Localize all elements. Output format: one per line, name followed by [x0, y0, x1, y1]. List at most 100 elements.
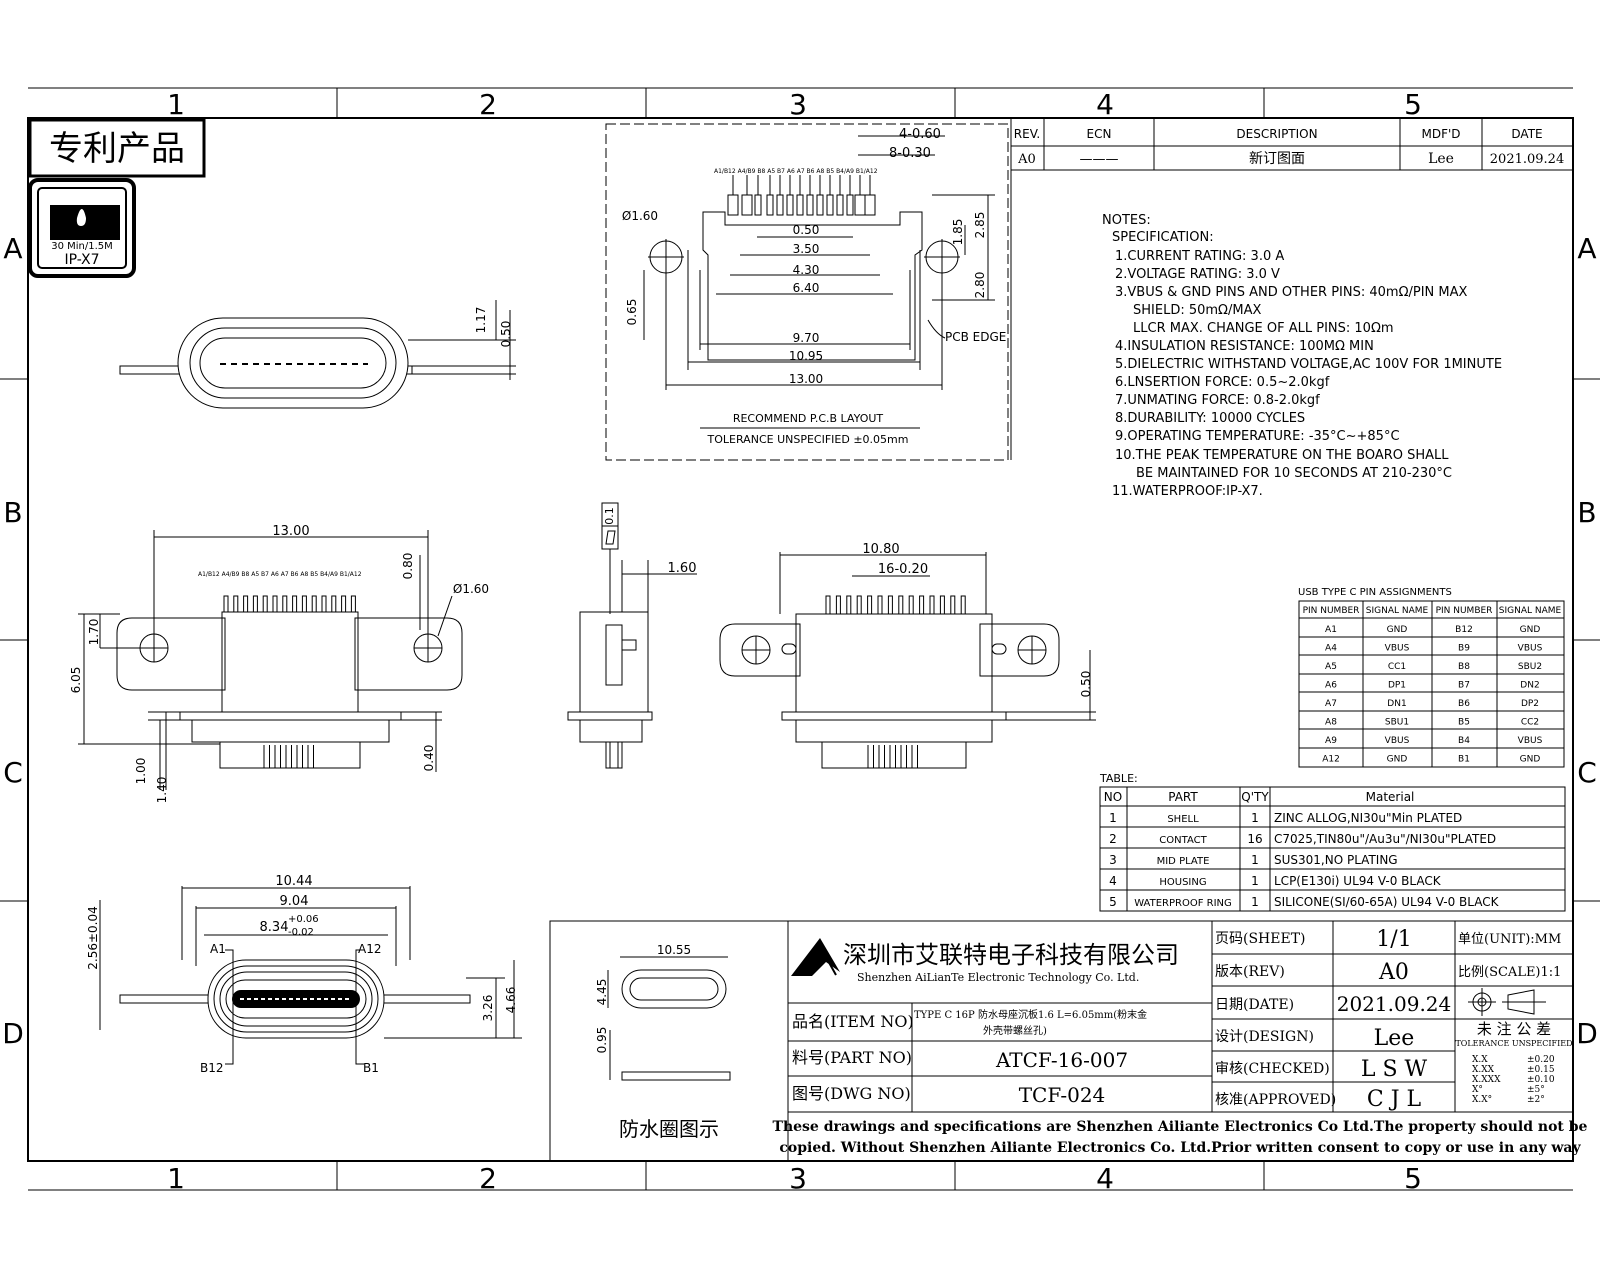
pcb-dim-hole: Ø1.60: [622, 209, 658, 223]
pin-table-cell: GND: [1387, 625, 1408, 635]
side-body: [579, 611, 649, 713]
unit-label: 单位(UNIT):MM: [1458, 932, 1561, 947]
zone-col-4-bottom: 4: [1096, 1162, 1114, 1195]
rear-dim-16-020: 16-0.20: [878, 562, 928, 577]
material-table-cell: LCP(E130i) UL94 V-0 BLACK: [1274, 874, 1442, 888]
ip-small-text: 30 Min/1.5M: [51, 241, 113, 252]
ring-caption: 防水圈图示: [619, 1117, 719, 1141]
pcb-pad: [766, 194, 774, 216]
rear-flange-left: [719, 623, 801, 677]
rear-pin: [898, 595, 904, 615]
note-9: 9.OPERATING TEMPERATURE: -35°C~+85°C: [1115, 429, 1400, 444]
pcb-dim-280: 2.80: [973, 272, 987, 299]
material-table-cell: 3: [1109, 853, 1117, 867]
rev-value-description: 新订图面: [1249, 151, 1305, 167]
revision-table: REV. ECN DESCRIPTION MDF'D DATE A0 ——— 新…: [1010, 117, 1574, 460]
rear-dim-1080: 10.80: [862, 542, 899, 557]
front-dim-605: 6.05: [69, 667, 83, 694]
front-pin: [292, 595, 298, 613]
front-pin: [311, 595, 317, 613]
pcb-pad: [776, 194, 784, 216]
material-table-cell: WATERPROOF RING: [1134, 898, 1232, 909]
pin-table-cell: DP2: [1521, 699, 1539, 709]
tolerance-key: X.XX: [1472, 1065, 1495, 1075]
front-pin: [350, 595, 356, 613]
rear-pin: [929, 595, 935, 615]
tolerance-subtitle: TOLERANCE UNSPECIFIED: [1455, 1039, 1572, 1048]
zone-row-c: C: [3, 756, 23, 789]
rev-value-date: 2021.09.24: [1490, 152, 1564, 167]
rear-body: [795, 613, 993, 713]
checked-label: 审核(CHECKED): [1215, 1061, 1330, 1077]
pin-table-cell: B1: [1458, 755, 1470, 765]
pin-table-title: USB TYPE C PIN ASSIGNMENTS: [1298, 587, 1452, 598]
bottom-dim-834-tol-dn: -0.02: [288, 927, 314, 938]
ring-dim-095: 0.95: [595, 1027, 609, 1054]
pin-table-cell: B6: [1458, 699, 1470, 709]
front-pin-labels: A1/B12 A4/B9 B8 A5 B7 A6 A7 B6 A8 B5 B4/…: [198, 571, 362, 578]
pin-table-cell: CC1: [1388, 662, 1406, 672]
note-6: 6.LNSERTION FORCE: 0.5~2.0kgf: [1115, 375, 1330, 390]
notes-spec-title: SPECIFICATION:: [1112, 230, 1214, 245]
approved-value: C J L: [1367, 1087, 1422, 1112]
date-label: 日期(DATE): [1215, 997, 1294, 1013]
waterproof-ring-view: 10.55 4.45 0.95 防水圈图示: [549, 920, 789, 1162]
item-no-value-1: TYPE C 16P 防水母座沉板1.6 L=6.05mm(粉末金: [914, 1008, 1147, 1021]
rear-pin: [919, 595, 925, 615]
company-logo-icon: [791, 938, 840, 976]
material-table-cell: ZINC ALLOG,NI30u"Min PLATED: [1274, 811, 1462, 825]
pcb-layout-view: A1/B12 A4/B9 B8 A5 B7 A6 A7 B6 A8 B5 B4/…: [605, 123, 1009, 461]
company-name-en: Shenzhen AiLianTe Electronic Technology …: [857, 971, 1139, 984]
tolerance-title: 未 注 公 差: [1477, 1020, 1551, 1038]
pin-table-cell: A9: [1325, 736, 1337, 746]
top-dim-050: 0.50: [499, 321, 513, 348]
zone-row-d-right: D: [1576, 1017, 1598, 1050]
pin-table-cell: A5: [1325, 662, 1337, 672]
part-no-label: 料号(PART NO): [792, 1048, 912, 1067]
ring-dim-1055: 10.55: [657, 943, 691, 957]
pin-table-cell: A7: [1325, 699, 1337, 709]
zone-row-d: D: [2, 1017, 24, 1050]
pin-table-cell: GND: [1520, 755, 1541, 765]
pin-table-cell: A12: [1322, 755, 1340, 765]
patent-text: 专利产品: [49, 129, 185, 169]
front-pin: [282, 595, 288, 613]
note-2: 2.VOLTAGE RATING: 3.0 V: [1115, 267, 1280, 282]
rev-value: A0: [1378, 960, 1409, 985]
zone-row-c-right: C: [1577, 756, 1597, 789]
note-8: 8.DURABILITY: 10000 CYCLES: [1115, 411, 1305, 426]
tolerance-value: ±0.15: [1527, 1065, 1555, 1075]
front-dim-hole: Ø1.60: [453, 582, 489, 596]
tolerance-value: ±0.10: [1527, 1075, 1555, 1085]
bottom-dim-904: 9.04: [280, 894, 309, 909]
pcb-pin-labels: A1/B12 A4/B9 B8 A5 B7 A6 A7 B6 A8 B5 B4/…: [714, 168, 878, 175]
rear-flange-right: [979, 623, 1060, 677]
front-dim-040: 0.40: [422, 745, 436, 772]
note-3-llcr: LLCR MAX. CHANGE OF ALL PINS: 10Ωm: [1133, 321, 1394, 336]
pcb-pad: [806, 194, 814, 216]
water-drop-icon: [76, 209, 86, 226]
pin-table-cell: VBUS: [1518, 644, 1543, 654]
rear-pin: [960, 595, 966, 615]
pcb-pad: [836, 194, 844, 216]
tolerance-key: X.X: [1472, 1055, 1488, 1065]
item-no-value-2: 外壳带螺丝孔): [983, 1024, 1047, 1037]
flatness-value: 0.1: [603, 507, 616, 525]
notes-block: NOTES: SPECIFICATION: 1.CURRENT RATING: …: [1102, 213, 1502, 499]
front-view: A1/B12 A4/B9 B8 A5 B7 A6 A7 B6 A8 B5 B4/…: [69, 524, 489, 803]
side-view: 0.1 1.60: [567, 502, 697, 769]
rear-pin: [939, 595, 945, 615]
zone-row-b: B: [3, 496, 22, 529]
front-pin: [321, 595, 327, 613]
material-table-cell: 1: [1251, 853, 1259, 867]
material-table-cell: 16: [1247, 832, 1262, 846]
pin-table-cell: B4: [1458, 736, 1470, 746]
material-table-cell: 2: [1109, 832, 1117, 846]
footer-line-2: copied. Without Shenzhen Ailiante Electr…: [779, 1140, 1581, 1156]
pcb-edge-label: PCB EDGE: [945, 330, 1006, 344]
bottom-dim-834: 8.34: [260, 920, 289, 935]
bottom-label-b1: B1: [363, 1061, 379, 1075]
bottom-dim-1044: 10.44: [275, 874, 312, 889]
rear-view: 10.80 16-0.20 0.50: [719, 542, 1096, 769]
